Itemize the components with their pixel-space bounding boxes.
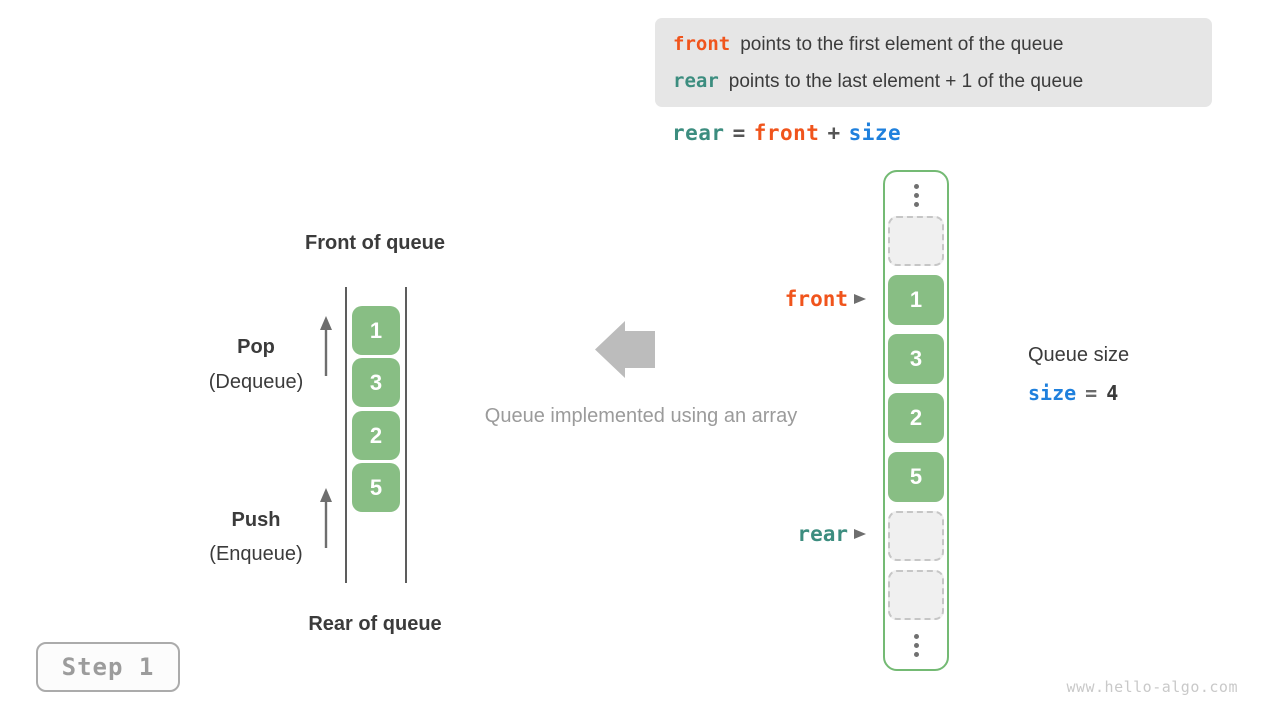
array-cell-empty (888, 570, 944, 620)
queue-element: 5 (352, 463, 400, 512)
front-explanation: front points to the first element of the … (673, 26, 1212, 63)
ellipsis-top-icon (885, 182, 947, 209)
equation-rear: rear (672, 121, 725, 145)
left-block-arrow-icon (595, 321, 655, 378)
array-cell-empty (888, 216, 944, 266)
rear-pointer-arrow-icon (854, 529, 866, 539)
size-keyword: size (1028, 381, 1077, 405)
watermark: www.hello-algo.com (1066, 678, 1238, 696)
front-explanation-text: points to the first element of the queue (740, 34, 1064, 55)
array-cell: 5 (888, 452, 944, 502)
size-equals: = (1085, 381, 1098, 405)
pointer-explanation-box: front points to the first element of the … (655, 18, 1212, 107)
array-cell-empty (888, 511, 944, 561)
array-container: 1 3 2 5 (883, 170, 949, 671)
front-pointer-arrow-icon (854, 294, 866, 304)
queue-element: 2 (352, 411, 400, 460)
equation: rear = front + size (672, 121, 901, 145)
queue-channel-right-line (405, 287, 407, 583)
front-keyword: front (673, 33, 731, 55)
pop-up-arrow-icon (320, 316, 332, 376)
queue-element: 3 (352, 358, 400, 407)
equation-plus: + (827, 121, 841, 145)
front-of-queue-label: Front of queue (305, 232, 445, 254)
queue-size-label: Queue size (1028, 344, 1130, 366)
queue-element: 1 (352, 306, 400, 355)
enqueue-label: (Enqueue) (209, 543, 303, 565)
rear-explanation: rear points to the last element + 1 of th… (673, 63, 1212, 100)
array-cell: 2 (888, 393, 944, 443)
rear-keyword: rear (673, 70, 719, 92)
rear-pointer-label: rear (797, 522, 848, 546)
equation-front: front (753, 121, 820, 145)
rear-explanation-text: points to the last element + 1 of the qu… (728, 71, 1084, 92)
equation-size: size (848, 121, 902, 145)
push-label: Push (231, 509, 281, 531)
array-cell: 1 (888, 275, 944, 325)
equation-equals: = (732, 121, 746, 145)
rear-of-queue-label: Rear of queue (308, 613, 442, 635)
dequeue-label: (Dequeue) (208, 371, 304, 393)
queue-channel-left-line (345, 287, 347, 583)
push-up-arrow-icon (320, 488, 332, 548)
queue-size-value-line: size = 4 (1028, 381, 1118, 405)
step-badge: Step 1 (36, 642, 180, 692)
pop-label: Pop (237, 336, 275, 358)
front-pointer-label: front (784, 287, 848, 311)
array-caption: Queue implemented using an array (484, 405, 798, 427)
ellipsis-bottom-icon (885, 632, 947, 659)
size-value: 4 (1106, 381, 1119, 405)
array-cell: 3 (888, 334, 944, 384)
